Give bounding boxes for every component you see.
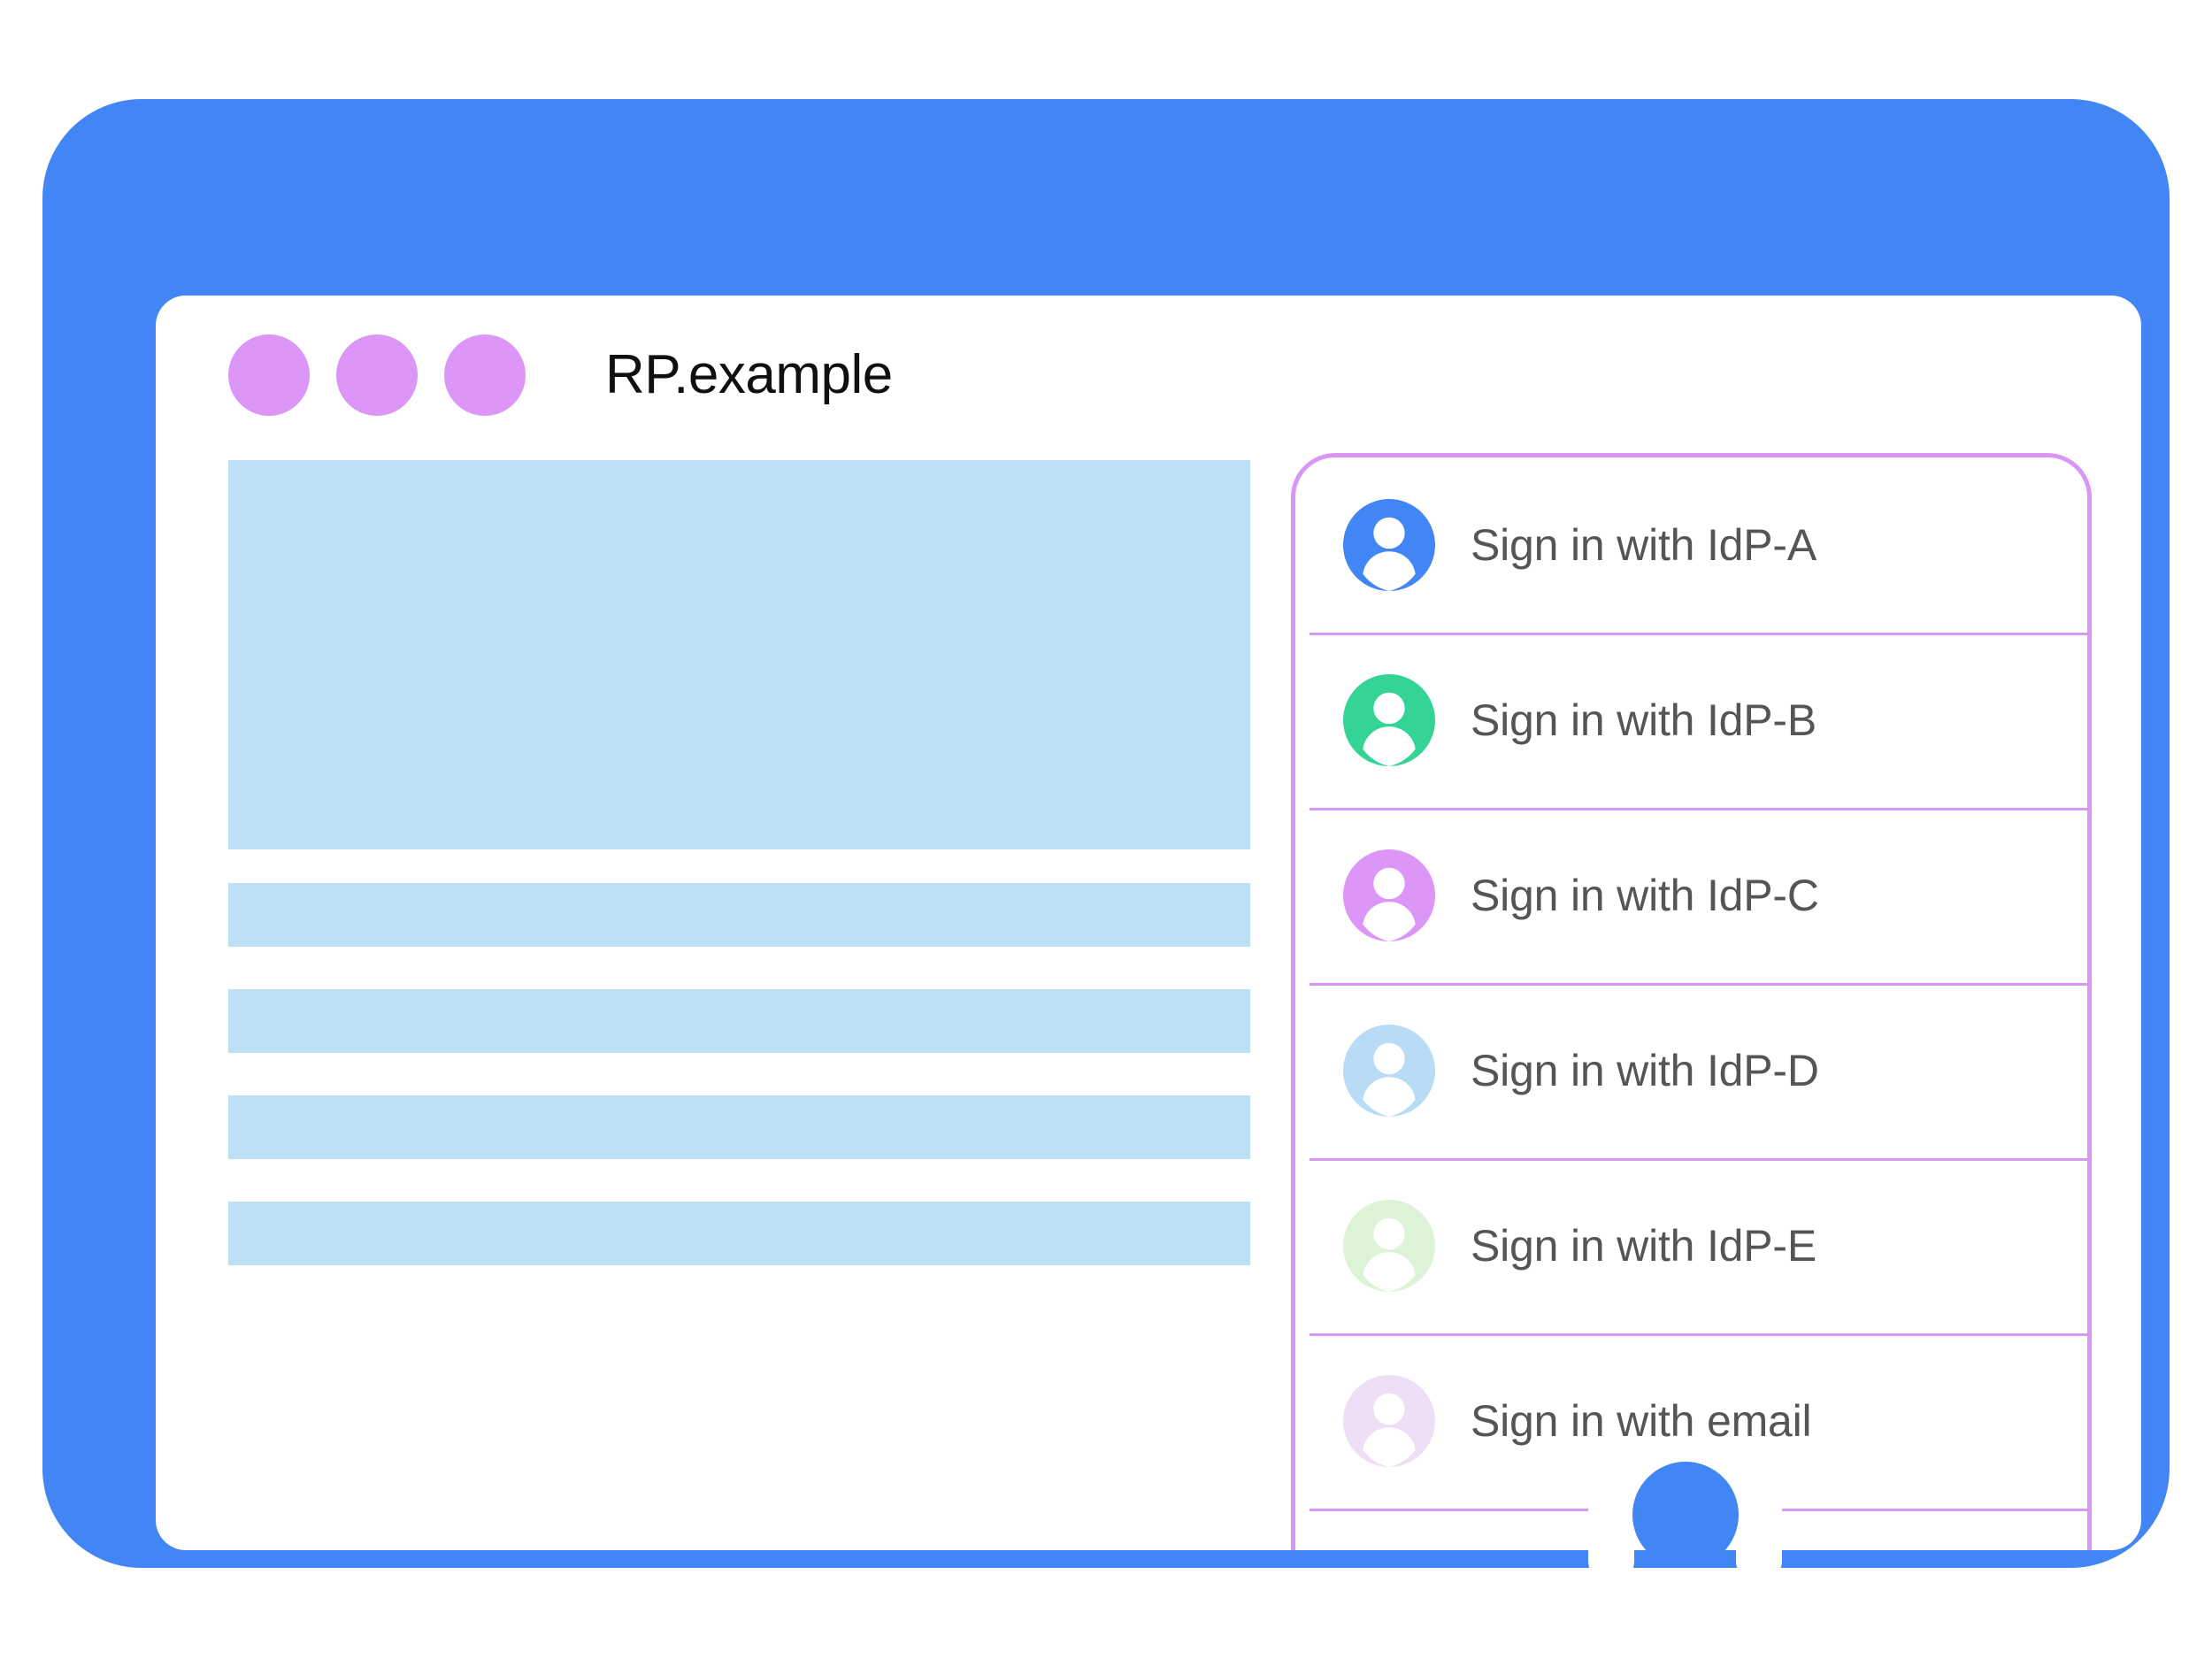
hero-placeholder [228, 460, 1250, 849]
account-avatar-icon [1343, 1025, 1435, 1117]
text-line-placeholder-1 [228, 883, 1250, 947]
bezel-gap-left [1588, 1451, 1634, 1584]
account-chooser-row[interactable]: Sign in with IdP-B [1295, 633, 2087, 808]
account-avatar-icon [1343, 1200, 1435, 1292]
text-line-placeholder-3 [228, 1095, 1250, 1159]
account-chooser-row[interactable]: Sign in with IdP-E [1295, 1158, 2087, 1333]
account-avatar-icon [1343, 499, 1435, 591]
text-line-placeholder-2 [228, 989, 1250, 1053]
account-chooser-label: Sign in with IdP-B [1471, 695, 1817, 745]
page-content-skeleton [228, 460, 1250, 1265]
home-button[interactable] [1632, 1462, 1739, 1568]
account-chooser-label: Sign in with email [1471, 1396, 1812, 1446]
account-chooser-label: Sign in with IdP-D [1471, 1046, 1819, 1095]
account-chooser-row[interactable]: Sign in with IdP-D [1295, 983, 2087, 1158]
site-title: RP.example [605, 344, 893, 405]
account-chooser-row[interactable]: Sign in with IdP-C [1295, 808, 2087, 983]
account-chooser-panel: Sign in with IdP-A Sign in with IdP-B Sign… [1291, 453, 2092, 1550]
account-chooser-row[interactable]: Sign in with email [1295, 1333, 2087, 1509]
account-chooser-row[interactable]: Sign in with IdP-A [1295, 457, 2087, 633]
account-chooser-label: Sign in with IdP-A [1471, 520, 1817, 570]
text-line-placeholder-4 [228, 1202, 1250, 1265]
account-avatar-icon [1343, 849, 1435, 941]
account-avatar-icon [1343, 1375, 1435, 1467]
account-avatar-icon [1343, 674, 1435, 766]
chrome-dot-2-icon[interactable] [336, 334, 418, 416]
bezel-gap-right [1736, 1451, 1782, 1584]
account-chooser-label: Sign in with IdP-E [1471, 1221, 1817, 1271]
account-chooser-label: Sign in with IdP-C [1471, 871, 1819, 920]
chrome-dot-1-icon[interactable] [228, 334, 310, 416]
browser-chrome-bar: RP.example [156, 296, 2141, 455]
chrome-dot-3-icon[interactable] [444, 334, 526, 416]
